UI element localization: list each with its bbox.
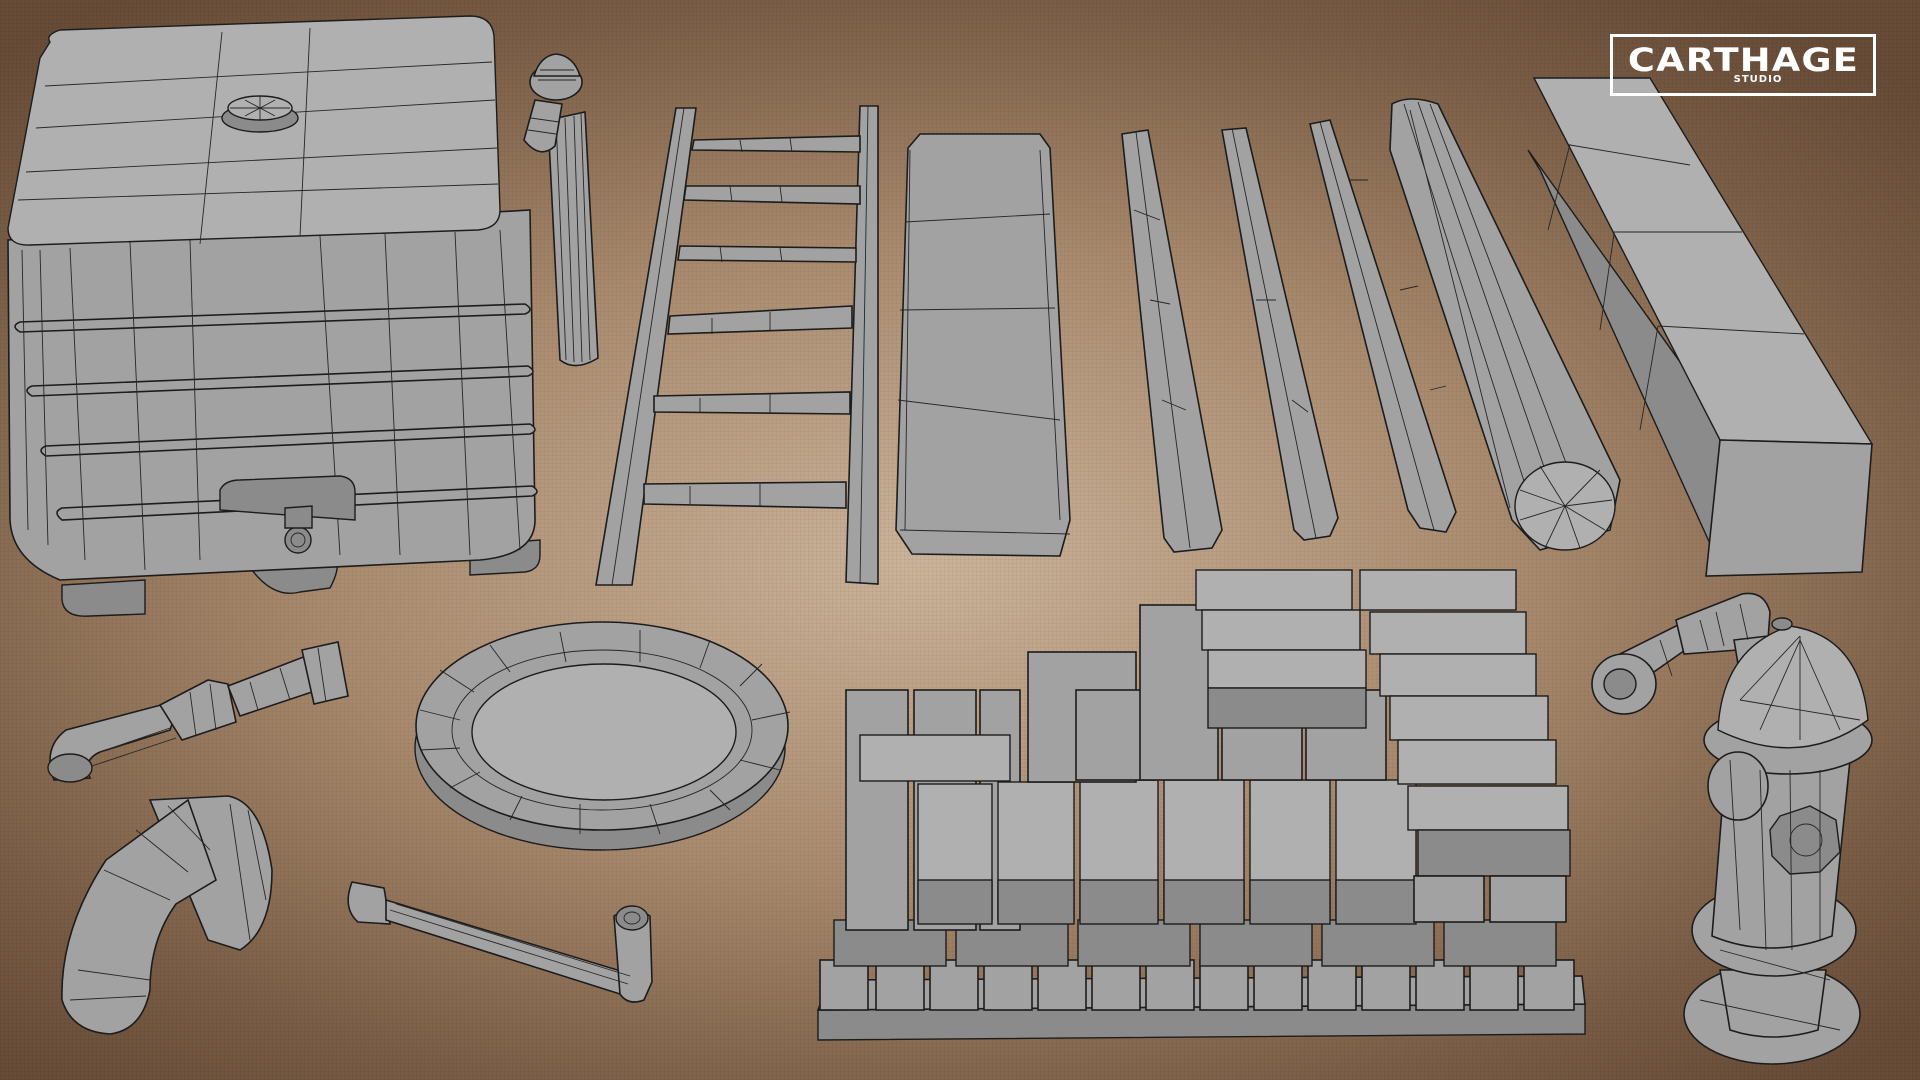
wood-stick-2 xyxy=(1221,127,1339,541)
logo-subtitle: STUDIO xyxy=(1733,74,1783,85)
crank-pipe xyxy=(347,881,653,1003)
pipe-elbow xyxy=(61,795,273,1035)
ladder xyxy=(595,105,879,586)
wood-plank xyxy=(895,133,1071,557)
wood-stick-1 xyxy=(1121,129,1223,553)
manhole-lid xyxy=(414,621,791,851)
bent-pipe-left xyxy=(47,641,349,783)
standpipe xyxy=(523,53,599,367)
log-cylinder xyxy=(1389,98,1621,551)
wood-stick-3 xyxy=(1309,119,1457,533)
fire-hydrant xyxy=(1683,617,1873,1065)
studio-logo: CARTHAGE STUDIO xyxy=(1610,34,1876,96)
brick-pallet xyxy=(816,569,1586,1041)
ibc-tank xyxy=(7,15,541,617)
pipe-right xyxy=(1591,592,1771,715)
logo-title: CARTHAGE xyxy=(1627,41,1859,79)
